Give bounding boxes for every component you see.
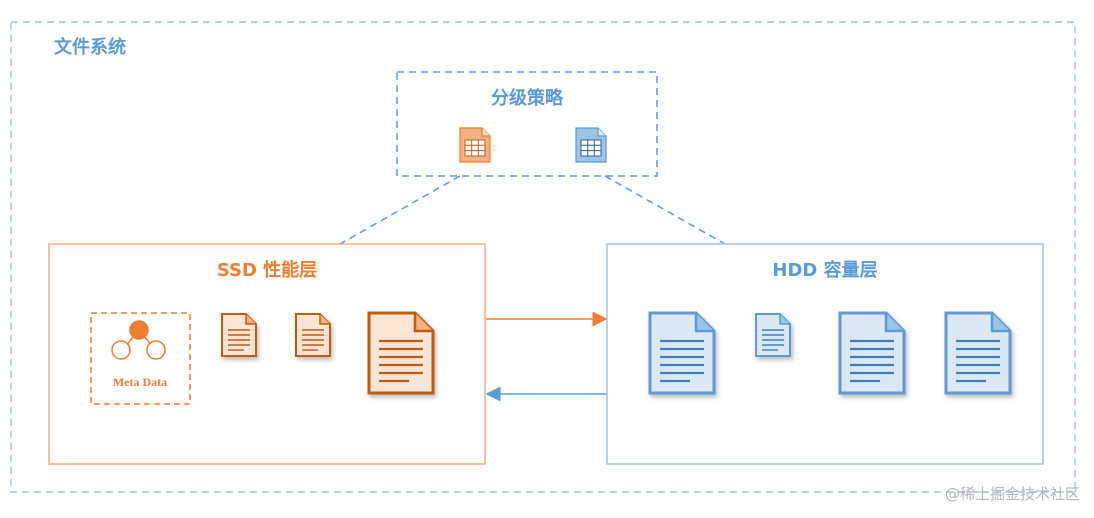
hdd-large-file-icon	[944, 311, 1012, 395]
tiering-policy-title: 分级策略	[491, 87, 564, 109]
file-system-boundary	[10, 21, 1076, 493]
blue-table-doc-icon	[575, 127, 607, 163]
hdd-small-file-icon	[755, 313, 791, 357]
meta-data-label: Meta Data	[113, 375, 167, 389]
hdd-large-file-icon	[648, 311, 716, 395]
policy-to-ssd-connector	[339, 175, 461, 245]
meta-data-tree-icon	[111, 320, 166, 360]
hdd-layer-title: HDD 容量层	[772, 259, 877, 281]
watermark: @稀土掘金技术社区	[944, 485, 1080, 503]
ssd-small-file-icon	[295, 313, 331, 357]
ssd-large-file-icon	[367, 311, 435, 395]
tiering-policy-box	[396, 71, 658, 177]
file-system-title: 文件系统	[54, 36, 126, 58]
ssd-small-file-icon	[221, 313, 257, 357]
meta-data-box	[90, 312, 191, 405]
policy-to-hdd-connector	[604, 175, 726, 245]
ssd-layer-title: SSD 性能层	[217, 259, 317, 281]
orange-table-doc-icon	[459, 127, 491, 163]
hdd-large-file-icon	[838, 311, 906, 395]
